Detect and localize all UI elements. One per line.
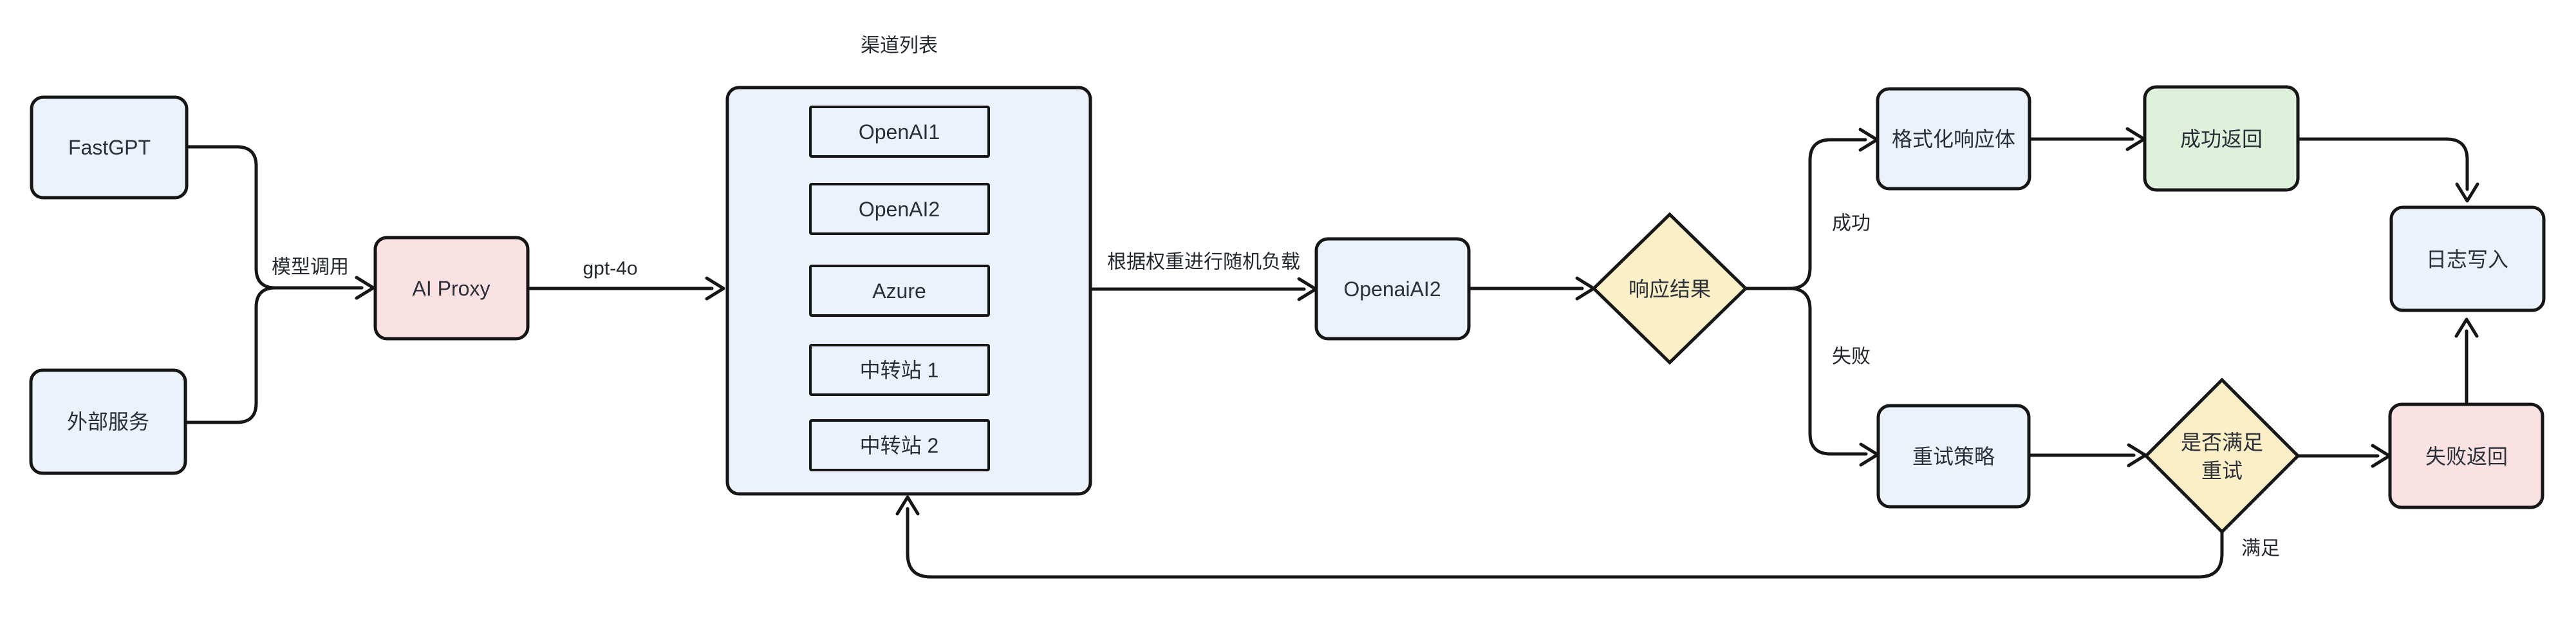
node-retry-check: 是否满足 重试 bbox=[2143, 377, 2301, 534]
edge-labels: 模型调用 gpt-4o 根据权重进行随机负载 成功 失败 满足 bbox=[272, 213, 2280, 560]
failure-return-label: 失败返回 bbox=[2425, 445, 2508, 468]
retry-strategy-label: 重试策略 bbox=[1912, 445, 1995, 468]
node-format-response-body: 格式化响应体 bbox=[1876, 87, 2031, 191]
arrowhead-into-log-write-bottom bbox=[2454, 317, 2479, 338]
success-return-label: 成功返回 bbox=[2180, 127, 2263, 151]
channel-item-relay2: 中转站 2 bbox=[809, 419, 990, 471]
edge-failure-branch bbox=[1787, 287, 1868, 456]
channel-item-openai2-label: OpenAI2 bbox=[859, 198, 940, 221]
format-response-body-box bbox=[1876, 87, 2031, 191]
edge-label-failure: 失败 bbox=[1832, 346, 1871, 368]
external-service-box bbox=[29, 368, 187, 475]
node-response-result: 响应结果 bbox=[1591, 212, 1748, 365]
edge-external-service-to-merge bbox=[183, 286, 277, 424]
edges bbox=[183, 127, 2479, 579]
node-failure-return: 失败返回 bbox=[2388, 402, 2544, 509]
channel-list-title: 渠道列表 bbox=[861, 35, 938, 57]
edge-label-weighted-load: 根据权重进行随机负载 bbox=[1107, 252, 1300, 273]
channel-item-relay1-label: 中转站 1 bbox=[860, 359, 939, 382]
arrowhead-into-channel-list-bottom bbox=[895, 495, 920, 516]
channel-item-relay2-box bbox=[809, 419, 990, 471]
edge-label-model-call: 模型调用 bbox=[272, 257, 349, 278]
node-log-write: 日志写入 bbox=[2389, 205, 2546, 312]
format-response-body-label: 格式化响应体 bbox=[1892, 127, 2015, 151]
log-write-label: 日志写入 bbox=[2426, 248, 2508, 271]
channel-item-relay2-label: 中转站 2 bbox=[860, 434, 939, 457]
ai-proxy-box bbox=[373, 236, 530, 341]
channel-item-relay1: 中转站 1 bbox=[809, 344, 990, 396]
fastgpt-label: FastGPT bbox=[68, 136, 151, 159]
edge-label-gpt-4o: gpt-4o bbox=[583, 258, 637, 279]
success-return-box bbox=[2143, 85, 2300, 192]
arrowhead-into-log-write-top bbox=[2455, 182, 2479, 203]
failure-return-box bbox=[2388, 402, 2544, 509]
channel-item-openai1-box bbox=[809, 106, 990, 158]
openai-ai2-label: OpenaiAI2 bbox=[1343, 278, 1441, 301]
edge-success-return-to-log-write bbox=[2296, 137, 2469, 191]
fastgpt-box bbox=[30, 95, 189, 200]
edge-retry-loop-back-to-channel-list bbox=[906, 507, 2224, 579]
edge-success-branch bbox=[1744, 138, 1867, 290]
openai-ai2-box bbox=[1314, 237, 1471, 341]
external-service-label: 外部服务 bbox=[67, 410, 149, 433]
log-write-box bbox=[2389, 205, 2546, 312]
arrowhead-into-channel-list bbox=[705, 276, 725, 301]
channel-item-azure-box bbox=[809, 265, 990, 317]
arrowhead-into-ai-proxy bbox=[355, 276, 375, 300]
channel-item-openai1-label: OpenAI1 bbox=[859, 120, 940, 144]
channel-item-relay1-box bbox=[809, 344, 990, 396]
node-retry-strategy: 重试策略 bbox=[1876, 404, 2031, 509]
channel-item-openai1: OpenAI1 bbox=[809, 106, 990, 158]
channel-item-openai2-box bbox=[809, 183, 990, 235]
node-openai-ai2: OpenaiAI2 bbox=[1314, 237, 1471, 341]
channel-item-openai2: OpenAI2 bbox=[809, 183, 990, 235]
response-result-label: 响应结果 bbox=[1629, 278, 1711, 301]
node-external-service: 外部服务 bbox=[29, 368, 187, 475]
retry-strategy-box bbox=[1876, 404, 2031, 509]
channel-item-azure-label: Azure bbox=[872, 279, 926, 303]
retry-check-label-line2: 重试 bbox=[2201, 459, 2243, 482]
node-success-return: 成功返回 bbox=[2143, 85, 2300, 192]
node-ai-proxy: AI Proxy bbox=[373, 236, 530, 341]
channel-item-azure: Azure bbox=[809, 265, 990, 317]
edge-label-satisfied: 满足 bbox=[2241, 538, 2280, 560]
edge-fastgpt-to-merge bbox=[185, 145, 277, 290]
edge-label-success: 成功 bbox=[1832, 213, 1871, 234]
ai-proxy-label: AI Proxy bbox=[413, 277, 490, 300]
node-channel-list: 渠道列表 OpenAI1 OpenAI2 Azure 中转站 1 中转站 2 bbox=[725, 35, 1092, 496]
response-result-diamond bbox=[1591, 212, 1748, 365]
node-fastgpt: FastGPT bbox=[30, 95, 189, 200]
retry-check-label-line1: 是否满足 bbox=[2181, 431, 2263, 454]
retry-check-diamond bbox=[2143, 377, 2301, 534]
